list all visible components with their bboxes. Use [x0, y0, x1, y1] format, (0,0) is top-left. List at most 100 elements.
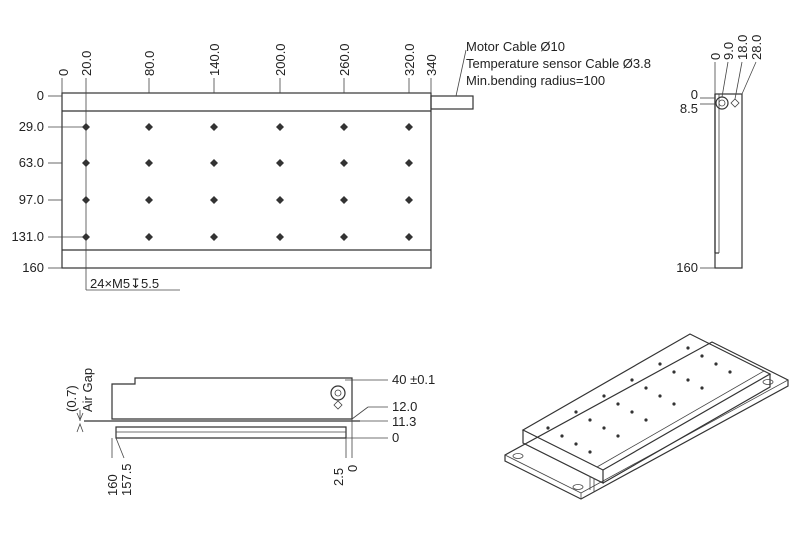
mounting-hole	[82, 123, 90, 131]
isometric-view	[504, 333, 789, 500]
y-label-160: 160	[22, 260, 44, 275]
mounting-hole	[145, 123, 153, 131]
x-label-80: 80.0	[142, 51, 157, 76]
side-cable-hole	[715, 96, 729, 110]
front-label-40: 40 ±0.1	[392, 372, 435, 387]
side-sensor-hole	[730, 98, 740, 108]
mounting-hole	[340, 123, 348, 131]
bending-radius-note: Min.bending radius=100	[466, 73, 605, 88]
mounting-hole	[405, 233, 413, 241]
plate-outline	[61, 92, 432, 269]
mounting-hole	[405, 196, 413, 204]
iso-hole	[560, 434, 564, 438]
mounting-hole	[145, 233, 153, 241]
iso-hole	[546, 426, 550, 430]
iso-holes	[546, 346, 732, 454]
y-label-97: 97.0	[19, 192, 44, 207]
front-label-157-5: 157.5	[119, 463, 134, 496]
front-label-2-5: 2.5	[331, 468, 346, 486]
front-label-11-3: 11.3	[392, 414, 416, 429]
y-label-63: 63.0	[19, 155, 44, 170]
x-dimension-lines	[61, 78, 432, 291]
iso-hole	[644, 418, 648, 422]
mounting-hole	[405, 123, 413, 131]
iso-hole	[602, 394, 606, 398]
iso-hole	[588, 418, 592, 422]
y-dimension-lines	[48, 95, 86, 269]
iso-hole	[700, 386, 704, 390]
side-top-label-9: 9.0	[721, 42, 736, 60]
mounting-hole	[82, 196, 90, 204]
sensor-cable-note: Temperature sensor Cable Ø3.8	[466, 56, 651, 71]
mounting-hole	[82, 233, 90, 241]
x-label-200: 200.0	[273, 43, 288, 76]
front-view: (0.7) Air Gap 40 ±0.1 12.0 11.3 0 160 15…	[64, 368, 435, 496]
front-base	[115, 426, 347, 439]
iso-hole	[714, 362, 718, 366]
hole-callout: 24×M5↧5.5	[90, 276, 159, 291]
iso-hole	[574, 410, 578, 414]
mounting-hole	[276, 233, 284, 241]
x-label-20: 20.0	[79, 51, 94, 76]
x-label-320: 320.0	[402, 43, 417, 76]
side-view-right: 0 9.0 18.0 28.0 0 8.5 160	[676, 35, 764, 275]
side-label-length: 160	[676, 260, 698, 275]
mounting-hole	[276, 123, 284, 131]
iso-hole	[686, 378, 690, 382]
y-label-29: 29.0	[19, 119, 44, 134]
mounting-hole	[82, 159, 90, 167]
mounting-hole	[210, 196, 218, 204]
iso-hole	[588, 450, 592, 454]
motor-cable-note: Motor Cable Ø10	[466, 39, 565, 54]
front-label-160: 160	[105, 474, 120, 496]
x-label-340: 340	[424, 54, 439, 76]
iso-hole	[728, 370, 732, 374]
mounting-hole	[340, 196, 348, 204]
iso-hole	[644, 386, 648, 390]
iso-hole	[672, 402, 676, 406]
y-label-0: 0	[37, 88, 44, 103]
front-cable-hole	[330, 385, 346, 401]
mounting-hole	[210, 123, 218, 131]
x-labels: 0 20.0 80.0 140.0 200.0 260.0 320.0 340	[56, 43, 439, 76]
mounting-hole	[145, 196, 153, 204]
x-label-140: 140.0	[207, 43, 222, 76]
front-label-0: 0	[392, 430, 399, 445]
mounting-hole	[210, 233, 218, 241]
mounting-holes	[82, 123, 413, 241]
mounting-hole	[276, 196, 284, 204]
iso-hole	[616, 434, 620, 438]
iso-hole	[630, 378, 634, 382]
iso-hole	[672, 370, 676, 374]
top-view: 0 20.0 80.0 140.0 200.0 260.0 320.0 340 …	[11, 39, 651, 291]
y-label-131: 131.0	[11, 229, 44, 244]
mounting-hole	[405, 159, 413, 167]
cable-stub	[430, 95, 474, 110]
side-top-label-0: 0	[708, 53, 723, 60]
iso-hole	[658, 394, 662, 398]
iso-top	[521, 333, 772, 471]
iso-hole	[602, 426, 606, 430]
mounting-hole	[340, 233, 348, 241]
iso-hole	[686, 346, 690, 350]
x-label-260: 260.0	[337, 43, 352, 76]
side-label-hole-y: 8.5	[680, 101, 698, 116]
iso-hole	[700, 354, 704, 358]
mounting-hole	[210, 159, 218, 167]
cable-leader	[455, 49, 467, 97]
iso-hole	[616, 402, 620, 406]
front-label-zero: 0	[345, 465, 360, 472]
mounting-hole	[276, 159, 284, 167]
front-body	[111, 377, 353, 420]
iso-hole	[574, 442, 578, 446]
iso-hole	[658, 362, 662, 366]
air-gap-value: (0.7)	[64, 385, 79, 412]
side-top-label-18: 18.0	[735, 35, 750, 60]
mounting-hole	[145, 159, 153, 167]
air-gap-label: Air Gap	[80, 368, 95, 412]
y-labels: 0 29.0 63.0 97.0 131.0 160	[11, 88, 44, 275]
side-label-zero: 0	[691, 87, 698, 102]
iso-hole	[630, 410, 634, 414]
mounting-hole	[340, 159, 348, 167]
